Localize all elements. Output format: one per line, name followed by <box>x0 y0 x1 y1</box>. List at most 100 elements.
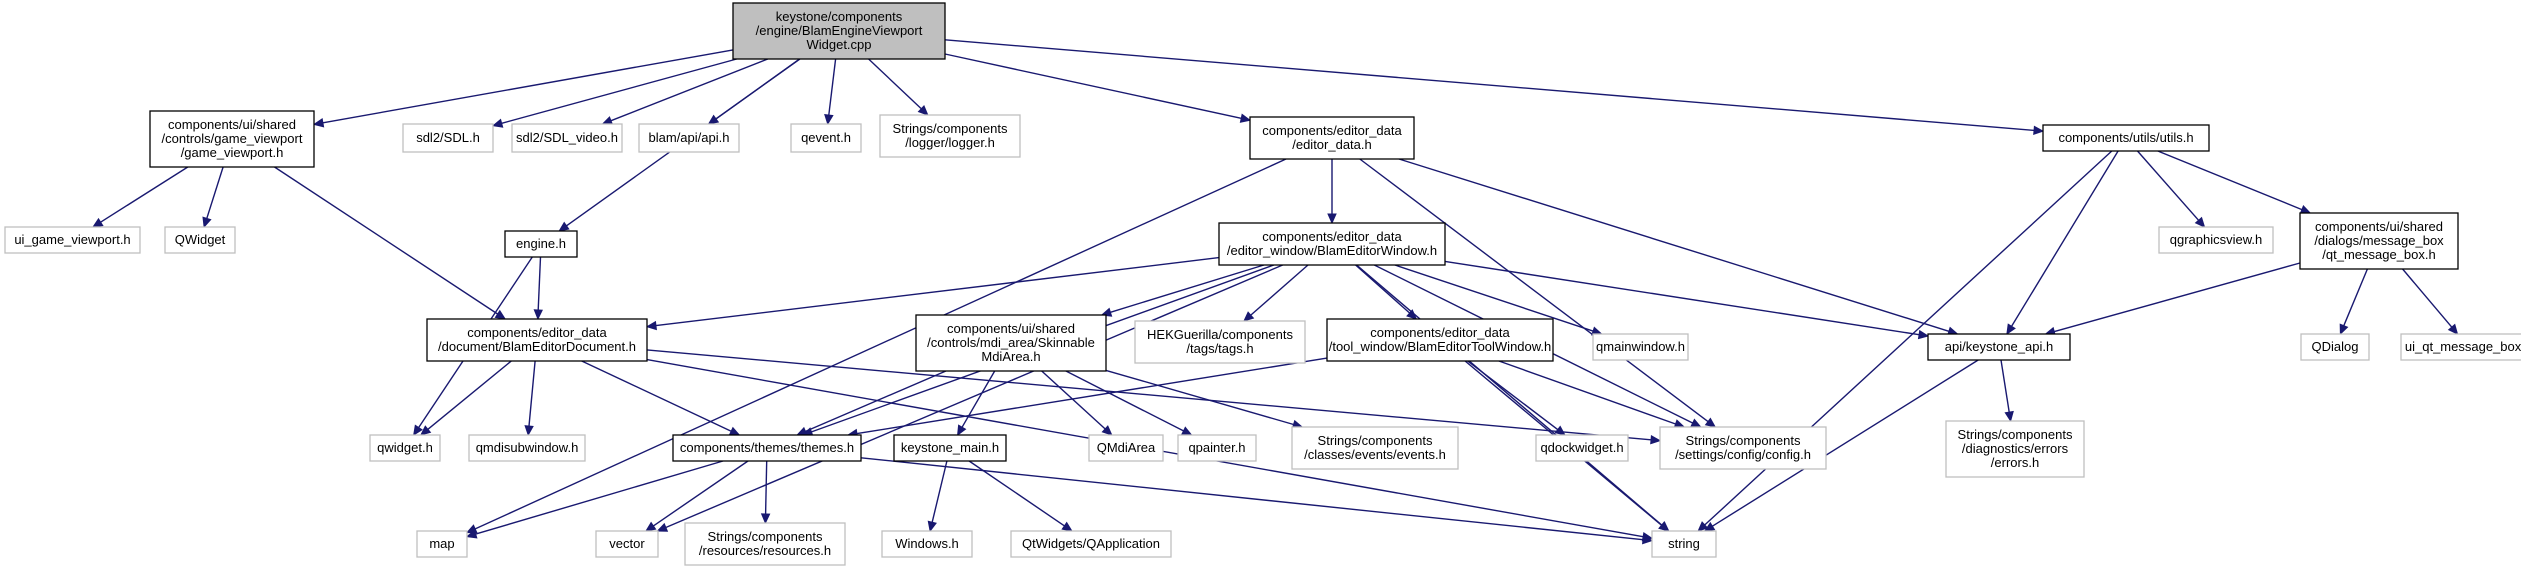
edge-root-to-sdl_h <box>501 58 737 124</box>
arrowhead-skinnable_mdi_area_h-to-themes_h <box>796 426 808 436</box>
node-label-events_h-line-1: /classes/events/events.h <box>1304 447 1446 462</box>
edge-blam_editor_document_h-to-qwidget_h <box>427 360 512 430</box>
node-box-vector <box>595 530 659 558</box>
edge-qt_message_box_h-to-ui_qt_message_box_h <box>2402 268 2453 328</box>
node-label-utils_h-line-0: components/utils/utils.h <box>2058 130 2193 145</box>
node-label-logger_h-line-0: Strings/components <box>893 121 1008 136</box>
node-errors_h: Strings/components/diagnostics/errors/er… <box>1945 420 2085 478</box>
node-root[interactable]: keystone/components/engine/BlamEngineVie… <box>732 2 946 60</box>
node-label-skinnable_mdi_area_h-line-0: components/ui/shared <box>947 321 1075 336</box>
node-label-qmdisubwindow_h-line-0: qmdisubwindow.h <box>476 440 579 455</box>
node-label-qmdiarea-line-0: QMdiArea <box>1097 440 1156 455</box>
node-qmdiarea: QMdiArea <box>1088 434 1164 462</box>
arrowhead-blam_editor_window_h-to-skinnable_mdi_area_h <box>1100 307 1113 317</box>
edge-utils_h-to-qgraphicsview_h <box>2136 150 2200 221</box>
arrowhead-blam_editor_window_h-to-keystone_api_h <box>1917 329 1930 340</box>
node-label-errors_h-line-2: /errors.h <box>1991 455 2039 470</box>
arrowhead-qt_message_box_h-to-qdialog <box>2339 323 2349 336</box>
node-label-errors_h-line-0: Strings/components <box>1958 427 2073 442</box>
edge-blam_editor_window_h-to-tags_h <box>1250 264 1309 316</box>
edge-root-to-qevent_h <box>828 58 837 116</box>
node-label-keystone_main_h-line-0: keystone_main.h <box>901 440 999 455</box>
node-label-ui_qt_message_box_h-line-0: ui_qt_message_box.h <box>2405 339 2521 354</box>
arrowhead-keystone_api_h-to-string <box>1703 521 1716 532</box>
arrowhead-themes_h-to-vector <box>644 521 657 532</box>
edge-layer <box>91 39 2459 545</box>
node-sdl_h: sdl2/SDL.h <box>402 123 494 153</box>
node-themes_h[interactable]: components/themes/themes.h <box>672 434 862 462</box>
arrowhead-themes_h-to-string <box>1642 534 1654 545</box>
arrowhead-skinnable_mdi_area_h-to-qpainter_h <box>1180 426 1193 436</box>
node-box-keystone_api_h <box>1927 333 2071 361</box>
edge-skinnable_mdi_area_h-to-keystone_main_h <box>961 370 996 428</box>
node-label-qpainter_h-line-0: qpainter.h <box>1188 440 1245 455</box>
node-label-blam_editor_tool_window_h-line-0: components/editor_data <box>1370 325 1510 340</box>
node-engine_h[interactable]: engine.h <box>504 230 578 258</box>
edge-blam_editor_tool_window_h-to-qdockwidget_h <box>1467 360 1559 431</box>
arrowhead-skinnable_mdi_area_h-to-keystone_main_h <box>956 424 967 437</box>
node-logger_h: Strings/components/logger/logger.h <box>879 114 1021 158</box>
node-box-editor_data_h <box>1249 116 1415 160</box>
node-qt_message_box_h[interactable]: components/ui/shared/dialogs/message_box… <box>2299 212 2459 270</box>
node-events_h: Strings/components/classes/events/events… <box>1291 426 1459 470</box>
node-label-editor_data_h-line-1: /editor_data.h <box>1292 137 1372 152</box>
node-label-qmainwindow_h-line-0: qmainwindow.h <box>1596 339 1685 354</box>
node-box-qpainter_h <box>1177 434 1257 462</box>
edge-game_viewport_h-to-ui_game_viewport_h <box>100 166 189 223</box>
node-box-qgraphicsview_h <box>2158 226 2274 254</box>
node-qpainter_h: qpainter.h <box>1177 434 1257 462</box>
arrowhead-utils_h-to-qt_message_box_h <box>2299 204 2312 214</box>
node-box-string <box>1651 530 1717 558</box>
arrowhead-blam_editor_tool_window_h-to-qdockwidget_h <box>1554 425 1566 436</box>
node-blam_editor_window_h[interactable]: components/editor_data/editor_window/Bla… <box>1218 222 1446 266</box>
node-editor_data_h[interactable]: components/editor_data/editor_data.h <box>1249 116 1415 160</box>
arrowhead-root-to-qevent_h <box>824 114 834 126</box>
node-label-qgraphicsview_h-line-0: qgraphicsview.h <box>2170 232 2263 247</box>
edge-engine_h-to-blam_editor_document_h <box>537 256 542 311</box>
node-skinnable_mdi_area_h[interactable]: components/ui/shared/controls/mdi_area/S… <box>915 314 1107 372</box>
edge-skinnable_mdi_area_h-to-events_h <box>1105 369 1294 426</box>
node-game_viewport_h[interactable]: components/ui/shared/controls/game_viewp… <box>149 110 315 168</box>
node-box-sdl_h <box>402 123 494 153</box>
node-label-blam_api_h-line-0: blam/api/api.h <box>649 130 730 145</box>
node-label-qapplication-line-0: QtWidgets/QApplication <box>1022 536 1160 551</box>
edge-themes_h-to-resources_h <box>764 460 768 515</box>
node-box-qdialog <box>2300 333 2370 361</box>
edge-themes_h-to-map <box>475 460 724 535</box>
node-string: string <box>1651 530 1717 558</box>
node-qgraphicsview_h: qgraphicsview.h <box>2158 226 2274 254</box>
node-box-engine_h <box>504 230 578 258</box>
node-box-themes_h <box>672 434 862 462</box>
node-label-windows_h-line-0: Windows.h <box>895 536 959 551</box>
node-label-root-line-2: Widget.cpp <box>806 37 871 52</box>
arrowhead-blam_editor_window_h-to-tags_h <box>1243 311 1255 322</box>
arrowhead-engine_h-to-qwidget_h <box>413 424 423 437</box>
node-keystone_main_h[interactable]: keystone_main.h <box>893 434 1007 462</box>
node-label-game_viewport_h-line-0: components/ui/shared <box>168 117 296 132</box>
node-keystone_api_h[interactable]: api/keystone_api.h <box>1927 333 2071 361</box>
edge-blam_editor_window_h-to-vector <box>665 264 1283 529</box>
edge-utils_h-to-keystone_api_h <box>2011 150 2119 327</box>
node-resources_h: Strings/components/resources/resources.h <box>684 522 846 566</box>
arrowhead-utils_h-to-string <box>1697 521 1709 532</box>
edge-editor_data_h-to-keystone_api_h <box>1398 158 1950 332</box>
edge-blam_editor_window_h-to-blam_editor_tool_window_h <box>1355 264 1411 314</box>
edge-game_viewport_h-to-blam_editor_document_h <box>274 166 498 315</box>
edge-blam_editor_window_h-to-qmainwindow_h <box>1394 264 1594 332</box>
edge-skinnable_mdi_area_h-to-themes_h <box>805 370 947 433</box>
node-qapplication: QtWidgets/QApplication <box>1010 530 1172 558</box>
edge-blam_editor_window_h-to-skinnable_mdi_area_h <box>1110 264 1265 313</box>
node-box-blam_editor_document_h <box>426 318 648 362</box>
node-label-keystone_api_h-line-0: api/keystone_api.h <box>1945 339 2053 354</box>
node-label-tags_h-line-0: HEKGuerilla/components <box>1147 327 1293 342</box>
edge-keystone_main_h-to-windows_h <box>931 460 948 523</box>
node-map: map <box>416 530 468 558</box>
node-label-root-line-1: /engine/BlamEngineViewport <box>756 23 923 38</box>
node-label-engine_h-line-0: engine.h <box>516 236 566 251</box>
node-blam_editor_tool_window_h[interactable]: components/editor_data/tool_window/BlamE… <box>1326 318 1554 362</box>
node-label-qwidget_cls-line-0: QWidget <box>175 232 226 247</box>
edge-blam_editor_document_h-to-config_h <box>646 349 1652 441</box>
node-blam_editor_document_h[interactable]: components/editor_data/document/BlamEdit… <box>426 318 648 362</box>
node-utils_h[interactable]: components/utils/utils.h <box>2042 124 2210 152</box>
arrowhead-root-to-engine_h <box>558 221 570 232</box>
